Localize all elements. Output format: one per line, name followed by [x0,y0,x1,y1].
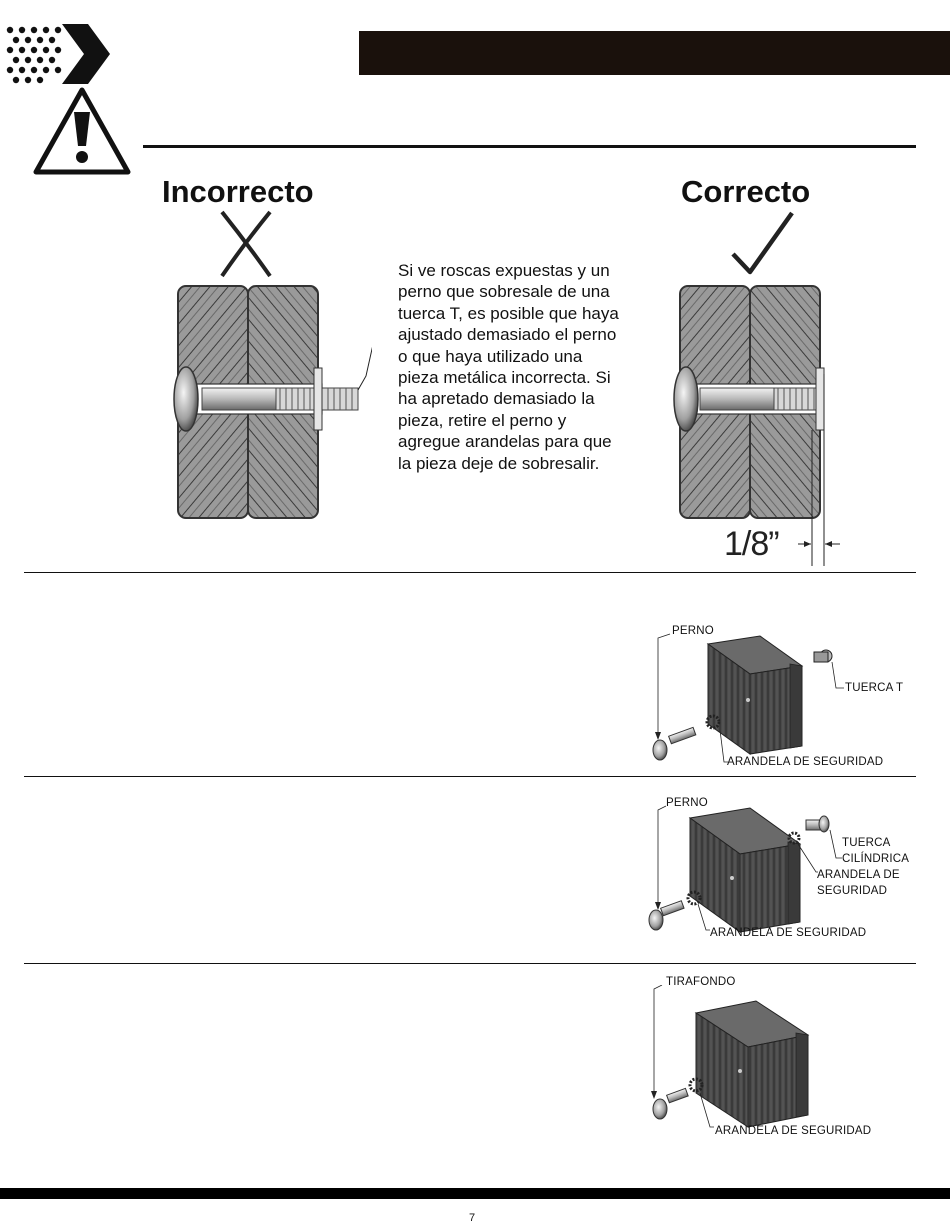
barrel-nut-assembly-diagram [648,805,842,933]
correct-heading: Correcto [681,174,811,209]
label-washer-1: ARANDELA DE SEGURIDAD [727,756,884,768]
section-divider-3 [24,963,916,964]
correct-cross-section [673,285,840,566]
lag-screw-assembly-diagram [651,985,810,1128]
label-washer-2: ARANDELA DE SEGURIDAD [710,927,867,939]
section-divider-2 [24,776,916,777]
label-bolt-2: PERNO [666,797,708,809]
warning-icon [33,87,131,175]
label-lag-screw: TIRAFONDO [666,976,736,988]
x-mark-icon [220,210,272,278]
label-washer-right-line1: ARANDELA DE [817,869,900,881]
label-bolt-1: PERNO [672,625,714,637]
header-bar [359,31,950,75]
tnut-assembly-diagram [652,633,844,763]
label-barrel-nut-line1: TUERCA [842,837,891,849]
label-tnut: TUERCA T [845,682,904,694]
arrow-dots-icon [6,24,110,84]
header-rule [143,145,916,148]
label-washer-3: ARANDELA DE SEGURIDAD [715,1125,872,1137]
dimension-label: 1/8” [724,525,780,563]
section-divider-1 [24,572,916,573]
incorrect-cross-section [173,285,372,519]
label-washer-right-line2: SEGURIDAD [817,885,888,897]
warning-note: Si ve roscas expuestas y un perno que so… [398,261,619,473]
check-mark-icon [731,211,794,275]
page-number: 7 [469,1212,476,1224]
footer-bar [0,1188,950,1199]
label-barrel-nut-line2: CILÍNDRICA [842,853,910,865]
incorrect-heading: Incorrecto [162,174,314,209]
